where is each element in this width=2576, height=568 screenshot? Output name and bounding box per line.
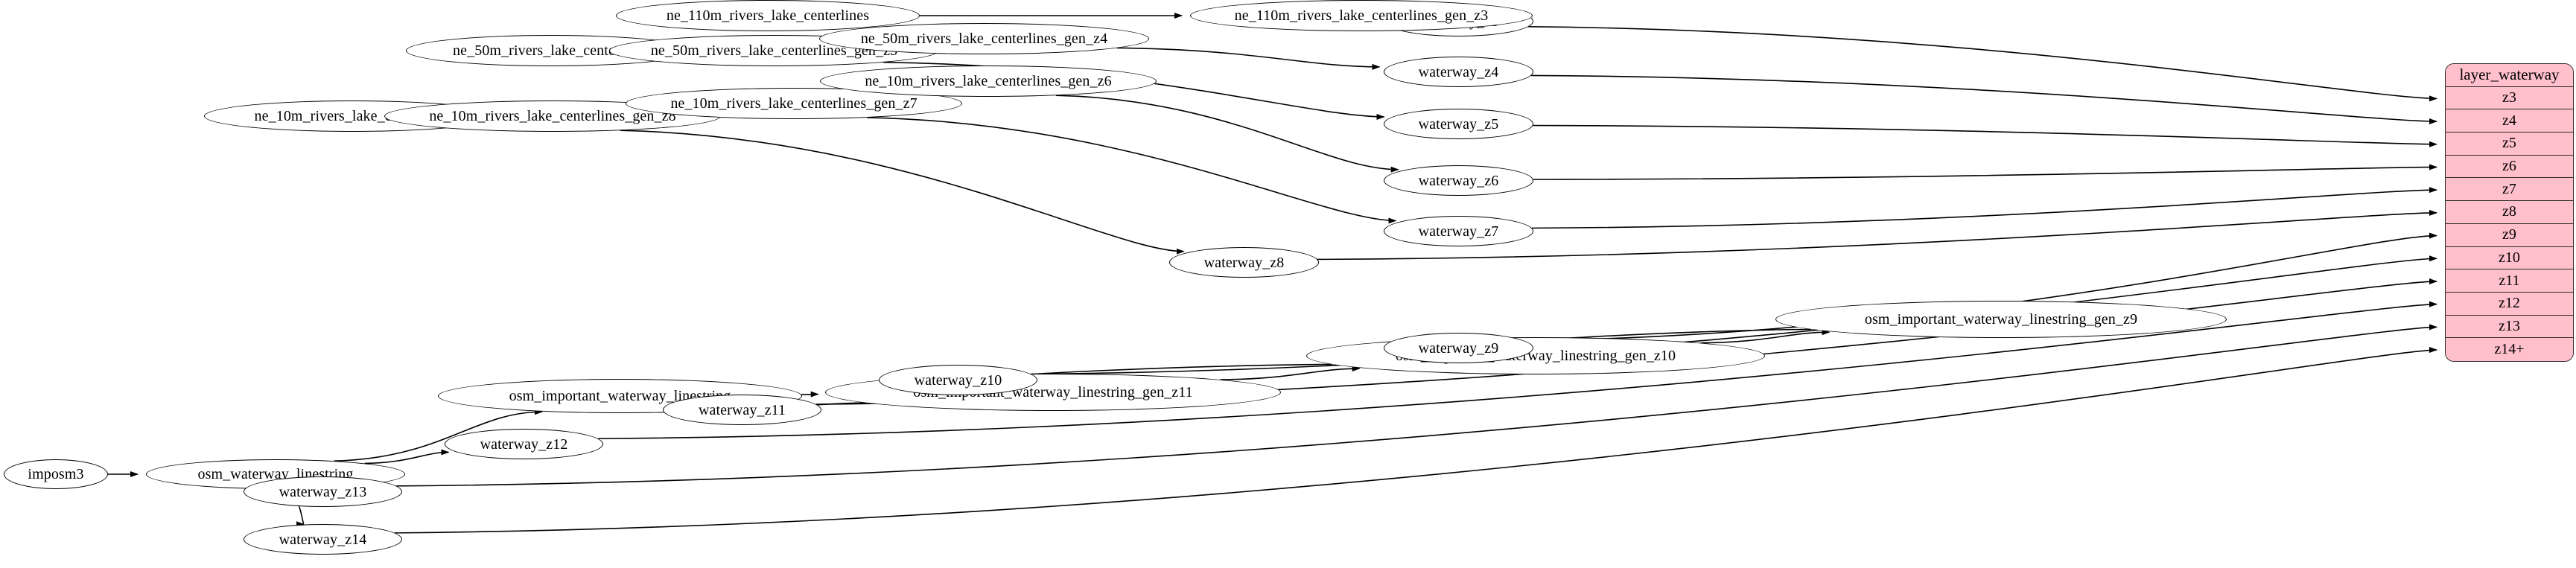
graph-node-label: waterway_z13	[279, 483, 367, 500]
graph-edge	[1220, 366, 1361, 380]
graph-node-waterway_z7[interactable]: waterway_z7	[1384, 216, 1533, 246]
graph-node-ne_110m_rivers_lake_centerlines[interactable]: ne_110m_rivers_lake_centerlines	[616, 0, 920, 31]
graph-node-label: waterway_z6	[1418, 172, 1499, 189]
graph-node-ne_50m_rivers_lake_centerlines_gen_z4[interactable]: ne_50m_rivers_lake_centerlines_gen_z4	[819, 23, 1149, 54]
table-row[interactable]: z8	[2446, 201, 2573, 224]
graph-node-waterway_z4[interactable]: waterway_z4	[1384, 57, 1533, 87]
graph-node-label: osm_important_waterway_linestring_gen_z9	[1864, 311, 2138, 328]
table-row[interactable]: z5	[2446, 133, 2573, 156]
graph-node-label: waterway_z14	[279, 531, 367, 548]
table-row[interactable]: z14+	[2446, 338, 2573, 361]
graph-node-osm_important_waterway_linestring_gen_z11[interactable]: osm_important_waterway_linestring_gen_z1…	[825, 374, 1281, 411]
table-row[interactable]: z6	[2446, 155, 2573, 179]
graph-node-label: waterway_z8	[1203, 254, 1285, 271]
graph-edge	[364, 449, 450, 465]
graph-edge	[1533, 164, 2437, 180]
graph-node-ne_110m_rivers_lake_centerlines_gen_z3[interactable]: ne_110m_rivers_lake_centerlines_gen_z3	[1190, 0, 1533, 31]
graph-node-label: waterway_z12	[480, 435, 568, 453]
graph-node-waterway_z12[interactable]: waterway_z12	[445, 429, 603, 459]
graph-edge	[1055, 95, 1399, 173]
table-row[interactable]: z3	[2446, 86, 2573, 110]
graph-node-label: ne_110m_rivers_lake_centerlines_gen_z3	[1234, 7, 1489, 24]
graph-node-label: waterway_z7	[1418, 223, 1499, 240]
graph-node-waterway_z14[interactable]: waterway_z14	[244, 524, 402, 555]
graph-node-label: ne_50m_rivers_lake_centerlines	[453, 42, 649, 59]
graph-node-osm_important_waterway_linestring_gen_z10[interactable]: osm_important_waterway_linestring_gen_z1…	[1306, 337, 1765, 374]
table-row[interactable]: z10	[2446, 246, 2573, 270]
graph-node-waterway_z5[interactable]: waterway_z5	[1384, 109, 1533, 139]
graph-edge	[395, 347, 2437, 534]
table-header: layer_waterway	[2446, 64, 2573, 87]
graph-node-ne_10m_rivers_lake_centerlines_gen_z8[interactable]: ne_10m_rivers_lake_centerlines_gen_z8	[384, 100, 721, 132]
graph-node-label: waterway_z4	[1418, 63, 1499, 80]
graph-node-label: imposm3	[28, 466, 84, 482]
graph-node-waterway_z11[interactable]: waterway_z11	[663, 395, 821, 425]
graph-node-label: ne_50m_rivers_lake_centerlines_gen_z5	[650, 42, 898, 59]
graph-node-imposm3[interactable]: imposm3	[4, 459, 108, 489]
graph-node-label: ne_10m_rivers_lake_centerlines_gen_z6	[865, 73, 1112, 89]
graph-node-label: ne_110m_rivers_lake_centerlines	[666, 7, 870, 24]
graph-node-waterway_z13[interactable]: waterway_z13	[244, 476, 402, 507]
graph-edge	[1533, 124, 2437, 147]
graph-node-waterway_z8[interactable]: waterway_z8	[1169, 247, 1319, 278]
graph-node-label: waterway_z9	[1418, 339, 1499, 357]
graph-node-label: ne_10m_rivers_lake_centerlines_gen_z8	[429, 108, 676, 124]
graph-node-ne_10m_rivers_lake_centerlines_gen_z6[interactable]: ne_10m_rivers_lake_centerlines_gen_z6	[820, 66, 1157, 97]
table-row[interactable]: z7	[2446, 178, 2573, 202]
graph-edge	[1700, 329, 1831, 344]
graph-edge	[1528, 26, 2437, 102]
graph-node-waterway_z6[interactable]: waterway_z6	[1384, 165, 1533, 196]
graph-edge	[1531, 74, 2437, 125]
graph-edge	[1116, 47, 1381, 70]
table-row[interactable]: z11	[2446, 269, 2573, 293]
graph-node-label: waterway_z5	[1418, 115, 1499, 133]
graph-node-label: waterway_z11	[698, 401, 786, 418]
graph-node-waterway_z10[interactable]: waterway_z10	[879, 365, 1037, 395]
table-row[interactable]: z12	[2446, 292, 2573, 316]
graph-node-label: ne_10m_rivers_lake_centerlines_gen_z7	[670, 95, 917, 112]
graph-node-ne_10m_rivers_lake_centerlines_gen_z7[interactable]: ne_10m_rivers_lake_centerlines_gen_z7	[626, 88, 962, 119]
graph-edge	[867, 117, 1397, 224]
graph-node-osm_important_waterway_linestring_gen_z9[interactable]: osm_important_waterway_linestring_gen_z9	[1775, 301, 2227, 338]
graph-edge	[620, 130, 1185, 255]
graph-node-label: osm_important_waterway_linestring	[509, 388, 731, 404]
graph-node-label: ne_50m_rivers_lake_centerlines_gen_z4	[860, 31, 1108, 47]
graph-node-waterway_z9[interactable]: waterway_z9	[1384, 333, 1533, 363]
graph-node-label: waterway_z10	[914, 371, 1002, 389]
table-row[interactable]: z4	[2446, 109, 2573, 133]
graph-edge	[1531, 187, 2437, 229]
table-row[interactable]: z13	[2446, 315, 2573, 339]
table-row[interactable]: z9	[2446, 223, 2573, 247]
